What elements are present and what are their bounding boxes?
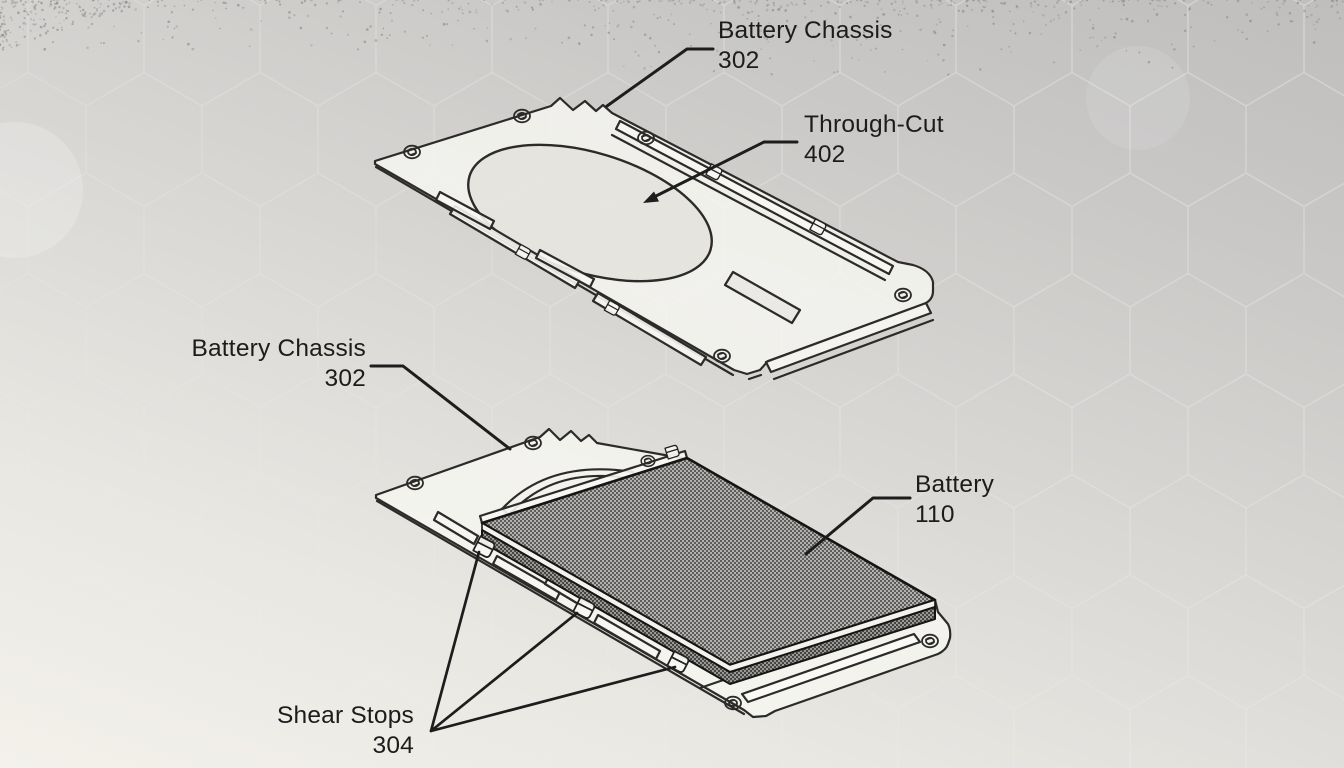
chassis-slot (723, 270, 802, 325)
label-ref-number: 402 (804, 141, 846, 168)
top-chassis-drawing (373, 96, 935, 381)
label-through-cut: Through-Cut 402 (804, 110, 944, 170)
leader-through-cut-arrow (643, 140, 799, 203)
label-text: Battery Chassis (718, 17, 893, 44)
leader-battery-chassis-left (369, 364, 512, 451)
chassis-rail (592, 613, 662, 661)
chassis-slot (740, 632, 922, 704)
label-text: Through-Cut (804, 111, 944, 138)
leader-battery-chassis-top (605, 47, 715, 108)
chassis-tab (434, 190, 496, 231)
through-cut-arc (500, 468, 635, 511)
leader-lines (369, 47, 912, 733)
label-text: Battery (915, 471, 995, 498)
label-text: Shear Stops (276, 702, 414, 729)
chassis-tab (534, 248, 596, 289)
leader-battery (804, 496, 912, 556)
faint-light-blob (1086, 46, 1190, 150)
label-ref-number: 302 (718, 47, 760, 74)
label-battery-chassis-left: Battery Chassis 302 (166, 334, 366, 394)
label-battery: Battery 110 (915, 470, 994, 530)
chassis-rail (591, 291, 708, 367)
label-text: Battery Chassis (191, 335, 366, 362)
bottom-assembly-drawing (374, 427, 952, 719)
chassis-end-flange (764, 301, 933, 374)
chassis-rail (614, 119, 895, 276)
label-ref-number: 110 (915, 501, 955, 528)
label-battery-chassis-top: Battery Chassis 302 (718, 16, 893, 76)
label-shear-stops: Shear Stops 304 (214, 701, 414, 761)
chassis-tab (432, 510, 480, 546)
label-ref-number: 304 (372, 732, 414, 759)
faint-light-blob (0, 122, 83, 258)
chassis-rail (491, 554, 562, 602)
label-ref-number: 302 (324, 365, 366, 392)
speckle-texture (0, 0, 1344, 76)
leader-shear-stops-fan (429, 550, 677, 733)
